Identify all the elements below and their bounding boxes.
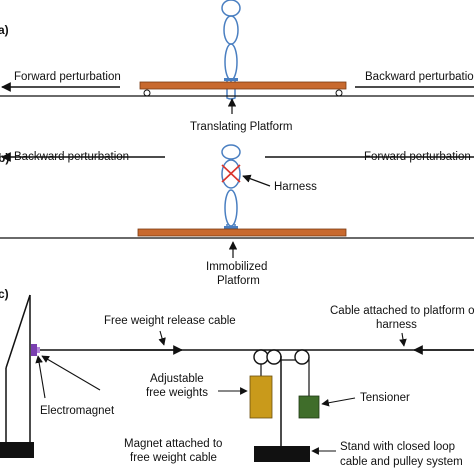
left-stand-base — [0, 442, 34, 458]
immobilized-platform — [137, 228, 347, 237]
platform-cable-label-line1: Cable attached to platform or — [330, 305, 474, 317]
electromagnet-pointer — [35, 355, 46, 399]
immobilized-label-line2: Platform — [217, 275, 260, 287]
backward-perturbation-label-b: Backward perturbation — [14, 151, 129, 163]
tensioner-pointer — [321, 397, 356, 407]
translating-platform-label: Translating Platform — [190, 121, 292, 133]
electromagnet-label: Electromagnet — [40, 405, 115, 417]
tensioner-weight — [298, 395, 320, 419]
panel-c-tag: c) — [0, 287, 9, 301]
adjustable-label-line1: Adjustable — [150, 373, 204, 385]
harness-label: Harness — [274, 181, 317, 193]
panel-b: b) Backward perturbation Forward perturb… — [0, 144, 474, 287]
backward-perturbation-label-a: Backward perturbation — [365, 71, 474, 83]
pulley-right — [294, 349, 310, 365]
pulley-middle — [266, 349, 282, 365]
translating-platform — [139, 81, 347, 90]
magnet-label-line2: free weight cable — [130, 452, 217, 464]
forward-perturbation-label-b: Forward perturbation — [364, 151, 471, 163]
platform-wheel-left — [143, 89, 151, 97]
panel-b-tag: b) — [0, 151, 9, 165]
magnet-contact — [37, 347, 40, 353]
magnet-pointer — [41, 355, 101, 391]
foot-pad-b — [224, 226, 238, 229]
electromagnet — [31, 344, 37, 356]
platform-cable-label-line2: harness — [376, 319, 417, 331]
platform-wheel-right — [335, 89, 343, 97]
adjustable-free-weight — [249, 375, 273, 419]
immobilized-label-line1: Immobilized — [206, 261, 267, 273]
free-weight-cable-diagonal — [5, 294, 31, 369]
release-cable-label: Free weight release cable — [104, 315, 236, 327]
release-cable-pointer — [158, 330, 166, 346]
panel-a-tag: a) — [0, 23, 9, 37]
adjustable-label-line2: free weights — [146, 387, 208, 399]
harness-pointer — [242, 174, 271, 187]
pulley-left — [253, 349, 269, 365]
magnet-label-line1: Magnet attached to — [124, 438, 222, 450]
stand-label-line1: Stand with closed loop — [340, 441, 455, 453]
stand-base — [254, 446, 310, 462]
harness-mark — [221, 164, 241, 183]
stand-label-line2: cable and pulley system — [340, 456, 463, 468]
panel-a: a) Forward perturbation Backward perturb… — [0, 0, 474, 133]
standing-figure-b — [221, 144, 241, 229]
foot-pad-a — [224, 78, 238, 81]
forward-perturbation-label-a: Forward perturbation — [14, 71, 121, 83]
panel-c: c) Free weight release cable Cab — [0, 287, 474, 468]
platform-cable-pointer — [399, 332, 407, 347]
tensioner-label: Tensioner — [360, 392, 410, 404]
